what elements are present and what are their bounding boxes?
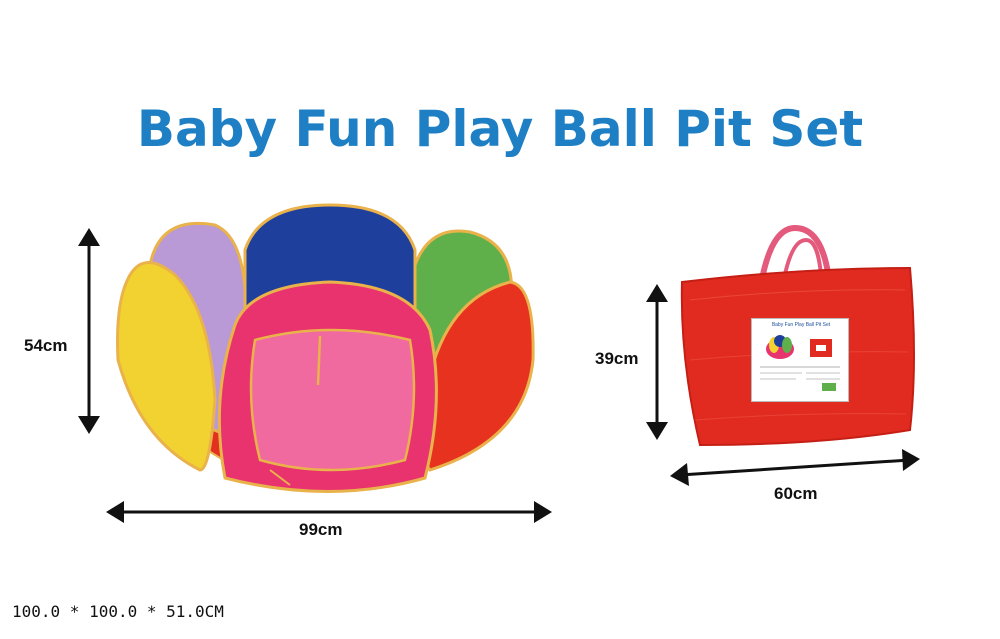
bag-height-arrow <box>646 284 668 440</box>
red-panel <box>421 280 535 472</box>
ball-pit-width-label: 99cm <box>299 520 343 539</box>
size-spec-text: 100.0 * 100.0 * 51.0CM <box>12 602 224 621</box>
ball-pit-height-label: 54cm <box>24 336 68 355</box>
ball-pit-width-arrow <box>106 501 552 523</box>
bag-width-label: 60cm <box>774 484 818 503</box>
yellow-panel <box>116 261 217 472</box>
bag-product-label: Baby Fun Play Ball Pit Set <box>751 318 849 402</box>
mesh-window <box>249 328 416 472</box>
ball-pit-height-arrow <box>78 228 100 434</box>
bag-width-arrow <box>670 449 920 486</box>
product-title: Baby Fun Play Ball Pit Set <box>136 100 864 158</box>
ball-pit-image <box>116 203 535 493</box>
bag-label-graphics <box>760 335 840 391</box>
bag-label-title: Baby Fun Play Ball Pit Set <box>771 322 831 328</box>
bag-handle <box>757 224 833 291</box>
bag-height-label: 39cm <box>595 349 639 368</box>
